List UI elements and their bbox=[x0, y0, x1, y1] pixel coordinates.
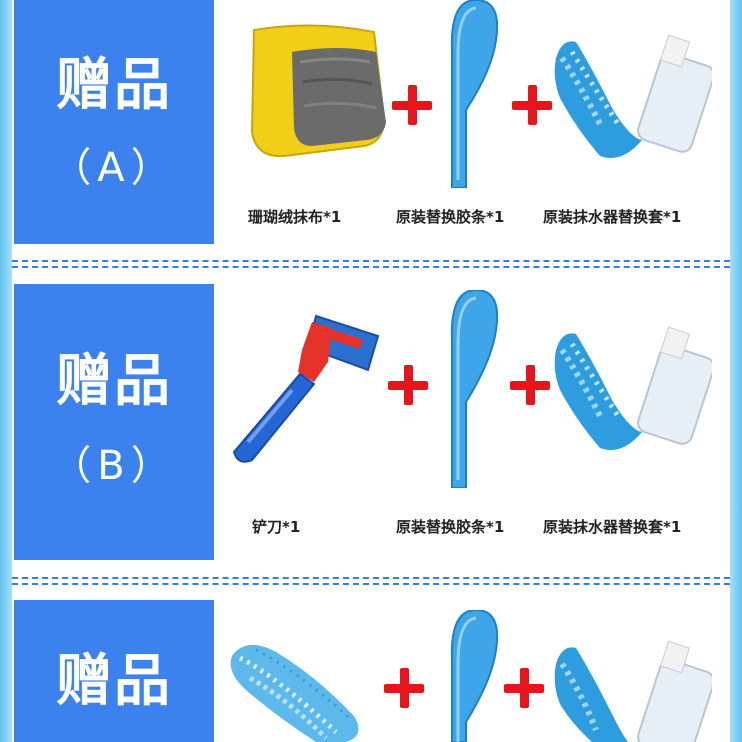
mop-cover-image bbox=[554, 326, 712, 450]
left-frame-border bbox=[0, 0, 12, 742]
gift-title-a: 赠品 bbox=[56, 53, 172, 118]
gift-caption: 原装抹水器替换套*1 bbox=[543, 518, 682, 536]
coral-fleece-cloth-image bbox=[250, 24, 386, 158]
plus-icon bbox=[510, 365, 550, 405]
plus-icon bbox=[384, 668, 424, 708]
gift-panel-c: 赠品 bbox=[14, 600, 214, 742]
scraper-image bbox=[232, 314, 380, 463]
gift-caption: 原装替换胶条*1 bbox=[396, 518, 505, 536]
gift-sub-a: （A） bbox=[51, 145, 177, 191]
feather-duster-image bbox=[230, 644, 359, 742]
gift-caption: 铲刀*1 bbox=[252, 518, 301, 536]
rubber-strip-image bbox=[450, 0, 498, 188]
right-frame-border bbox=[730, 0, 742, 742]
gift-panel-a: 赠品 （A） bbox=[14, 0, 214, 244]
section-divider bbox=[12, 583, 730, 585]
section-divider bbox=[12, 266, 730, 268]
gift-title-c: 赠品 bbox=[56, 649, 172, 714]
mop-cover-image bbox=[554, 34, 712, 158]
gift-title-b: 赠品 bbox=[56, 349, 172, 414]
plus-icon bbox=[388, 365, 428, 405]
rubber-strip-image bbox=[450, 290, 498, 488]
gift-caption: 珊瑚绒抹布*1 bbox=[248, 208, 342, 226]
rubber-strip-image bbox=[450, 610, 498, 742]
section-divider bbox=[12, 260, 730, 262]
gift-sub-b: （B） bbox=[51, 443, 177, 489]
gift-caption: 原装抹水器替换套*1 bbox=[543, 208, 682, 226]
plus-icon bbox=[504, 668, 544, 708]
section-divider bbox=[12, 577, 730, 579]
mop-cover-image bbox=[554, 640, 712, 742]
plus-icon bbox=[392, 85, 432, 125]
plus-icon bbox=[512, 85, 552, 125]
gift-panel-b: 赠品 （B） bbox=[14, 284, 214, 560]
gift-caption: 原装替换胶条*1 bbox=[396, 208, 505, 226]
